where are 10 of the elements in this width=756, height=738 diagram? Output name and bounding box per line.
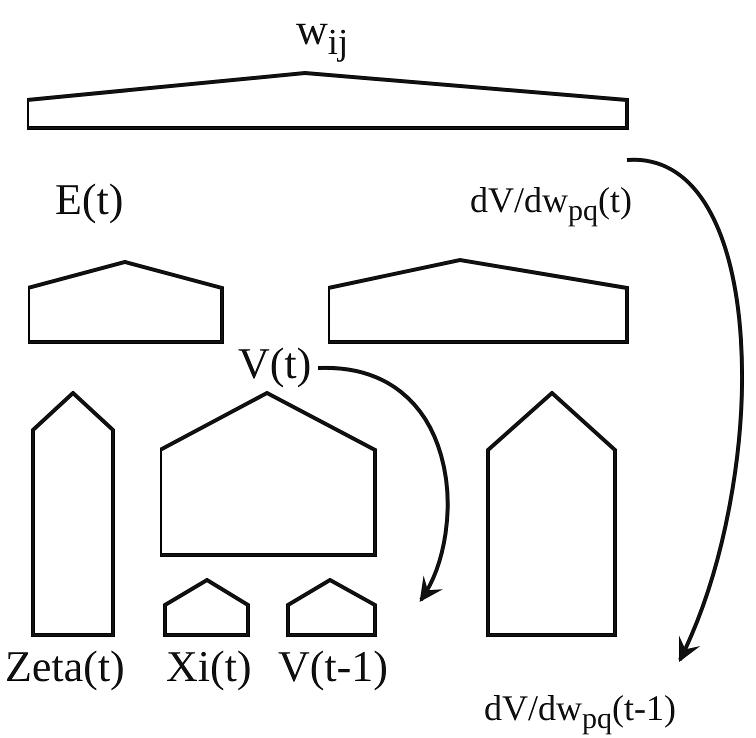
- curved-arrow: [318, 366, 450, 602]
- node-label: V(t-1): [278, 645, 388, 689]
- node-label: E(t): [55, 178, 124, 222]
- node-label: w$_{ij}$: [296, 8, 348, 60]
- node-label: dV/dw$_{pq}$(t-1): [484, 690, 676, 734]
- node-label: Xi(t): [166, 645, 252, 689]
- node-label: dV/dw$_{pq}$(t): [470, 182, 632, 226]
- curved-arrow: [626, 158, 744, 662]
- node-label: Zeta(t): [5, 645, 125, 689]
- node-label: V(t): [238, 342, 312, 386]
